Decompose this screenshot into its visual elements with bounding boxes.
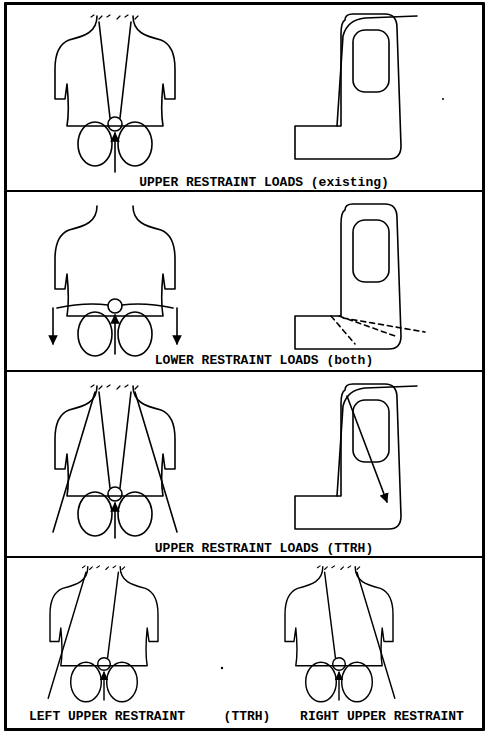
panel-caption: RIGHT UPPER RESTRAINT [298, 709, 466, 724]
front-torso [285, 566, 395, 702]
panel-caption: LOWER RESTRAINT LOADS (both) [153, 353, 375, 368]
panel-caption: UPPER RESTRAINT LOADS (existing) [137, 175, 391, 190]
side-torso [295, 384, 417, 529]
side-torso [295, 14, 417, 159]
front-torso [48, 566, 158, 702]
side-torso [295, 204, 425, 349]
panel-caption: LEFT UPPER RESTRAINT [27, 709, 187, 724]
front-torso [53, 385, 177, 538]
front-torso [55, 15, 175, 172]
panel-caption: UPPER RESTRAINT LOADS (TTRH) [153, 541, 375, 556]
panel-box: UPPER RESTRAINT LOADS (existing) [5, 3, 484, 192]
panel-box: LOWER RESTRAINT LOADS (both) [5, 190, 484, 372]
panel-box: UPPER RESTRAINT LOADS (TTRH) [5, 370, 484, 558]
front-torso [53, 206, 177, 356]
panel-caption: (TTRH) [222, 709, 273, 724]
panel-box: LEFT UPPER RESTRAINT (TTRH) RIGHT UPPER RE… [5, 556, 484, 730]
